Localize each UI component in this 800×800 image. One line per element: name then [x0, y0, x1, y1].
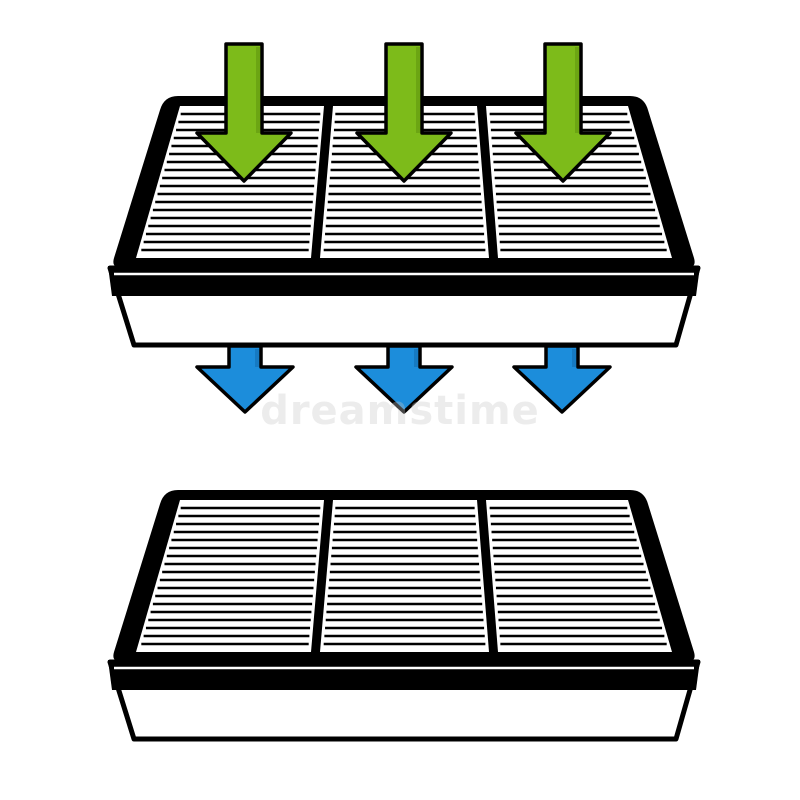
blue-down-arrow-icon-shade — [255, 349, 259, 367]
air-filter-icon — [107, 490, 701, 742]
blue-down-arrow-icon — [512, 344, 612, 414]
blue-down-arrow-icon — [354, 344, 454, 414]
green-down-arrow-icon — [355, 42, 453, 183]
filter-panel-2 — [320, 500, 489, 652]
filter-rim — [108, 660, 700, 690]
blue-down-arrow-icon-shade — [414, 349, 418, 367]
blue-down-arrow-icon — [195, 344, 295, 414]
green-down-arrow-icon — [514, 42, 612, 183]
green-down-arrow-icon-shade — [575, 47, 579, 133]
filter-panel-surface — [486, 500, 672, 652]
filter-panel-surface — [136, 500, 324, 652]
filter-panel-surface — [320, 500, 489, 652]
blue-down-arrow-icon-group — [195, 344, 612, 414]
green-down-arrow-icon — [195, 42, 293, 183]
green-down-arrow-icon-group — [195, 42, 612, 183]
filter-rim — [108, 266, 700, 296]
green-down-arrow-icon-shade — [416, 47, 420, 133]
filter-panel-3 — [486, 500, 672, 652]
blue-down-arrow-icon-shade — [572, 349, 576, 367]
green-down-arrow-icon-shade — [256, 47, 260, 133]
filter-panel-1 — [136, 500, 324, 652]
